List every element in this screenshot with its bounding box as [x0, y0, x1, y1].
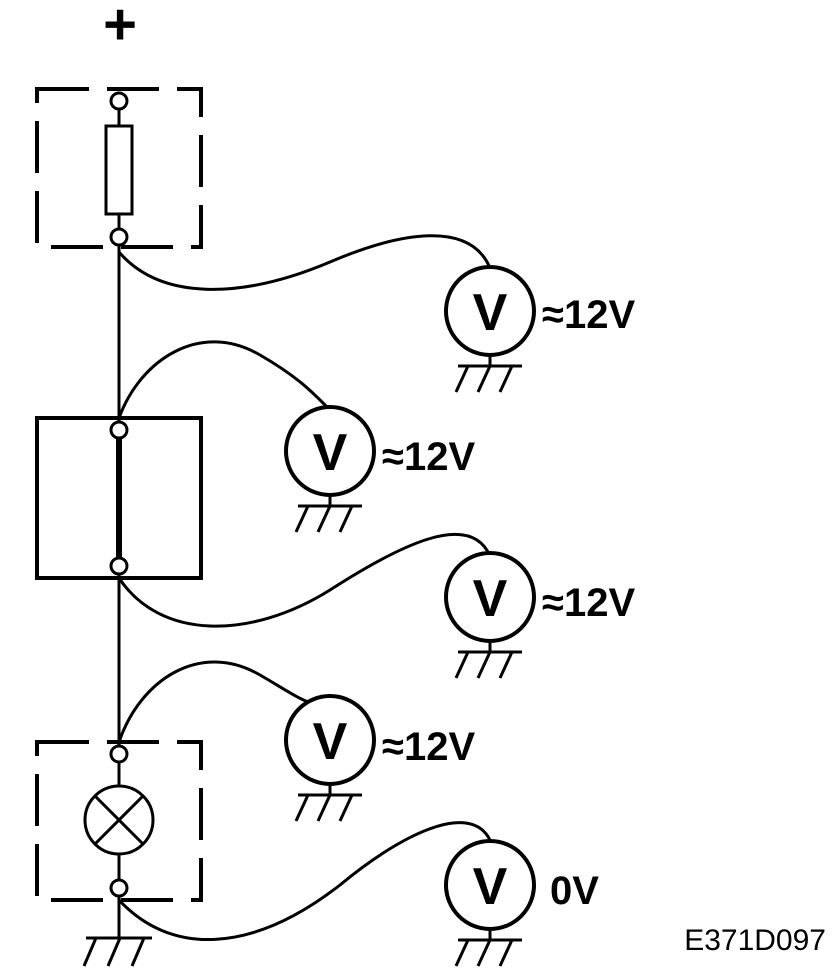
switch-component — [35, 416, 203, 580]
voltmeter-3-symbol: V — [473, 570, 508, 628]
switch-terminal-top — [109, 420, 129, 440]
lamp-component — [35, 740, 203, 902]
lamp-terminal-bottom — [109, 878, 129, 898]
test-lead-3 — [117, 532, 492, 628]
voltmeter-3-ground-icon — [454, 641, 522, 679]
voltmeter-5: V 0V — [444, 839, 599, 967]
voltmeter-1: V ≈12V — [444, 265, 635, 393]
voltmeter-4: V ≈12V — [284, 694, 475, 822]
diagram-code: E371D097 — [684, 924, 826, 957]
voltmeter-2-reading: ≈12V — [382, 435, 475, 479]
voltmeter-2-symbol: V — [313, 424, 348, 482]
voltmeter-3: V ≈12V — [444, 551, 635, 679]
voltmeter-2-ground-icon — [294, 495, 362, 533]
fuse-component — [35, 87, 203, 249]
voltmeter-3-reading: ≈12V — [542, 581, 635, 625]
test-lead-5 — [117, 821, 492, 942]
voltmeter-4-ground-icon — [294, 784, 362, 822]
voltmeter-4-reading: ≈12V — [382, 725, 475, 769]
fuse-terminal-top — [109, 91, 129, 111]
supply-plus-sign: + — [103, 0, 137, 57]
fuse-element — [104, 124, 134, 216]
switch-terminal-bottom — [109, 556, 129, 576]
voltmeter-5-symbol: V — [473, 858, 508, 916]
lamp-terminal-top — [109, 744, 129, 764]
voltmeter-1-ground-icon — [454, 355, 522, 393]
fuse-housing — [35, 87, 203, 249]
voltmeter-2: V ≈12V — [284, 405, 475, 533]
test-lead-2 — [117, 340, 332, 419]
fuse-terminal-bottom — [109, 227, 129, 247]
voltmeter-1-reading: ≈12V — [542, 293, 635, 337]
voltmeter-4-symbol: V — [313, 713, 348, 771]
voltmeter-1-symbol: V — [473, 284, 508, 342]
voltmeter-5-ground-icon — [454, 929, 522, 967]
voltmeter-5-reading: 0V — [550, 869, 599, 913]
lamp-cross-b — [93, 794, 145, 846]
test-lead-1 — [117, 234, 492, 291]
circuit-ground-icon — [82, 936, 152, 967]
